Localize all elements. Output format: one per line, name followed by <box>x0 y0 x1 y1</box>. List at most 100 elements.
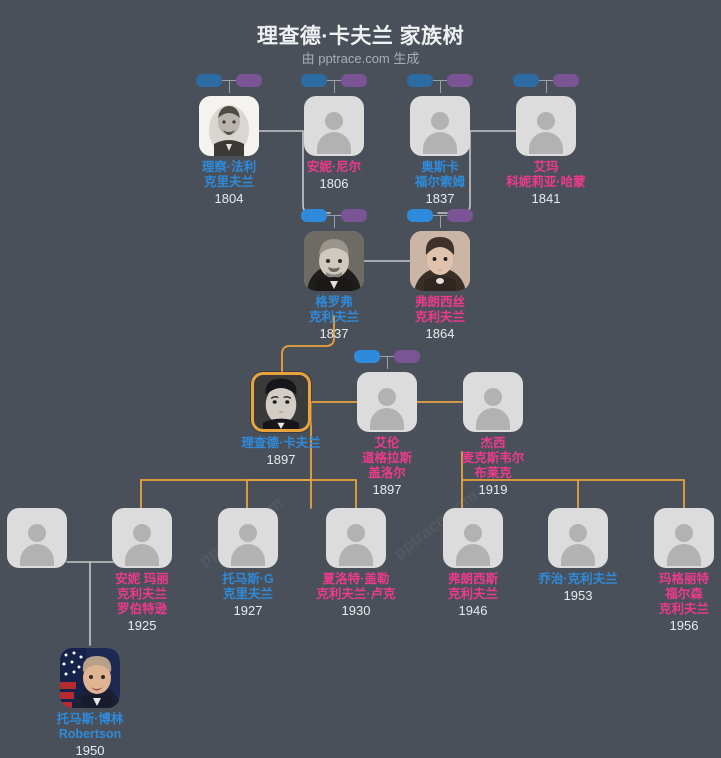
person-year: 1864 <box>425 326 455 341</box>
person-year: 1897 <box>266 452 296 467</box>
person-labels: 玛格丽特 福尔森 克利夫兰 1956 <box>622 572 721 633</box>
person-name: Robertson <box>58 727 122 741</box>
placeholder-person-icon <box>112 508 172 568</box>
page-subtitle: 由 pptrace.com 生成 <box>301 51 420 66</box>
person-name: 夏洛特·盖勒 <box>322 572 390 586</box>
person-name: 理察·法利 <box>201 160 257 174</box>
person-labels: 弗朗西斯 克利夫兰 1946 <box>411 572 535 618</box>
portrait-photo <box>254 375 308 429</box>
placeholder-person-icon <box>357 372 417 432</box>
placeholder-person-icon <box>443 508 503 568</box>
person-year: 1927 <box>233 603 263 618</box>
badge-blue-icon[interactable] <box>301 209 327 222</box>
person-card[interactable] <box>112 508 172 568</box>
person-name: 格罗弗 <box>315 295 353 309</box>
person-labels: 格罗弗 克利夫兰 1837 <box>272 295 396 341</box>
placeholder-person-icon <box>326 508 386 568</box>
badge-blue-icon[interactable] <box>196 74 222 87</box>
badge-blue-icon[interactable] <box>513 74 539 87</box>
person-card[interactable] <box>218 508 278 568</box>
placeholder-person-icon <box>410 96 470 156</box>
badge-purple-icon[interactable] <box>236 74 262 87</box>
person-labels: 奥斯卡 福尔索姆 1837 <box>378 160 502 206</box>
person-name: 克利夫兰 <box>447 587 498 601</box>
person-card[interactable] <box>7 508 67 568</box>
person-card[interactable] <box>357 372 417 432</box>
person-card[interactable] <box>326 508 386 568</box>
person-year: 1897 <box>372 482 402 497</box>
badge-stem-icon <box>334 80 335 93</box>
placeholder-person-icon <box>548 508 608 568</box>
person-name: 托马斯·G <box>222 572 274 586</box>
person-name: 安妮·尼尔 <box>306 160 362 174</box>
badge-stem-icon <box>440 215 441 228</box>
person-year: 1956 <box>669 618 699 633</box>
badge-stem-icon <box>387 356 388 369</box>
person-name: 艾伦 <box>374 436 400 450</box>
placeholder-person-icon <box>516 96 576 156</box>
badge-blue-icon[interactable] <box>407 209 433 222</box>
placeholder-person-icon <box>7 508 67 568</box>
badge-purple-icon[interactable] <box>394 350 420 363</box>
person-name: 克利夫兰 <box>414 310 465 324</box>
person-year: 1804 <box>214 191 244 206</box>
person-name: 奥斯卡 <box>421 160 459 174</box>
person-card[interactable] <box>548 508 608 568</box>
person-year: 1837 <box>425 191 455 206</box>
person-labels: 安妮 玛丽 克利夫兰 罗伯特逊 1925 <box>80 572 204 633</box>
person-card[interactable] <box>410 231 470 291</box>
person-name: 科妮莉亚·哈蒙 <box>506 175 586 189</box>
person-card[interactable] <box>199 96 259 156</box>
person-name: 克利夫兰 <box>308 310 359 324</box>
person-year: 1919 <box>478 482 508 497</box>
person-name: 玛格丽特 <box>658 572 709 586</box>
person-year: 1950 <box>75 743 105 758</box>
badge-stem-icon <box>229 80 230 93</box>
placeholder-person-icon <box>218 508 278 568</box>
person-card[interactable] <box>410 96 470 156</box>
person-name: 安妮 玛丽 <box>115 572 169 586</box>
person-card[interactable] <box>304 96 364 156</box>
person-name: 罗伯特逊 <box>116 602 167 616</box>
portrait-photo <box>60 648 120 708</box>
person-name: 克利夫兰 <box>116 587 167 601</box>
person-card[interactable] <box>516 96 576 156</box>
badge-purple-icon[interactable] <box>447 74 473 87</box>
placeholder-person-icon <box>654 508 714 568</box>
person-name: 福尔森 <box>665 587 703 601</box>
badge-stem-icon <box>546 80 547 93</box>
badge-blue-icon[interactable] <box>354 350 380 363</box>
person-year: 1806 <box>319 176 349 191</box>
badge-purple-icon[interactable] <box>341 209 367 222</box>
person-card[interactable] <box>304 231 364 291</box>
person-name: 托马斯·博林 <box>56 712 124 726</box>
badge-purple-icon[interactable] <box>553 74 579 87</box>
person-name: 克利夫兰 <box>658 602 709 616</box>
person-card[interactable] <box>443 508 503 568</box>
person-card[interactable] <box>463 372 523 432</box>
person-year: 1841 <box>531 191 561 206</box>
badge-blue-icon[interactable] <box>301 74 327 87</box>
person-labels: 艾伦 道格拉斯 盖洛尔 1897 <box>325 436 449 497</box>
person-labels: 理察·法利 克里夫兰 1804 <box>167 160 291 206</box>
person-year: 1953 <box>563 588 593 603</box>
person-name: 道格拉斯 <box>361 451 412 465</box>
person-card[interactable] <box>654 508 714 568</box>
person-name: 弗朗西斯 <box>447 572 498 586</box>
person-labels: 乔治·克利夫兰 1953 <box>516 572 640 603</box>
person-name: 麦克斯韦尔 <box>461 451 525 465</box>
person-labels: 托马斯·G 克里夫兰 1927 <box>186 572 310 618</box>
person-name: 乔治·克利夫兰 <box>538 572 618 586</box>
portrait-photo <box>304 231 364 291</box>
placeholder-person-icon <box>463 372 523 432</box>
badge-purple-icon[interactable] <box>341 74 367 87</box>
person-card[interactable] <box>60 648 120 708</box>
badge-stem-icon <box>334 215 335 228</box>
page-title: 理查德·卡夫兰 家族树 <box>256 25 465 48</box>
person-labels: 杰西 麦克斯韦尔 布莱克 1919 <box>431 436 555 497</box>
person-labels: 托马斯·博林 Robertson 1950 <box>28 712 152 758</box>
person-card[interactable] <box>251 372 311 432</box>
badge-purple-icon[interactable] <box>447 209 473 222</box>
badge-blue-icon[interactable] <box>407 74 433 87</box>
person-name: 克里夫兰 <box>222 587 273 601</box>
